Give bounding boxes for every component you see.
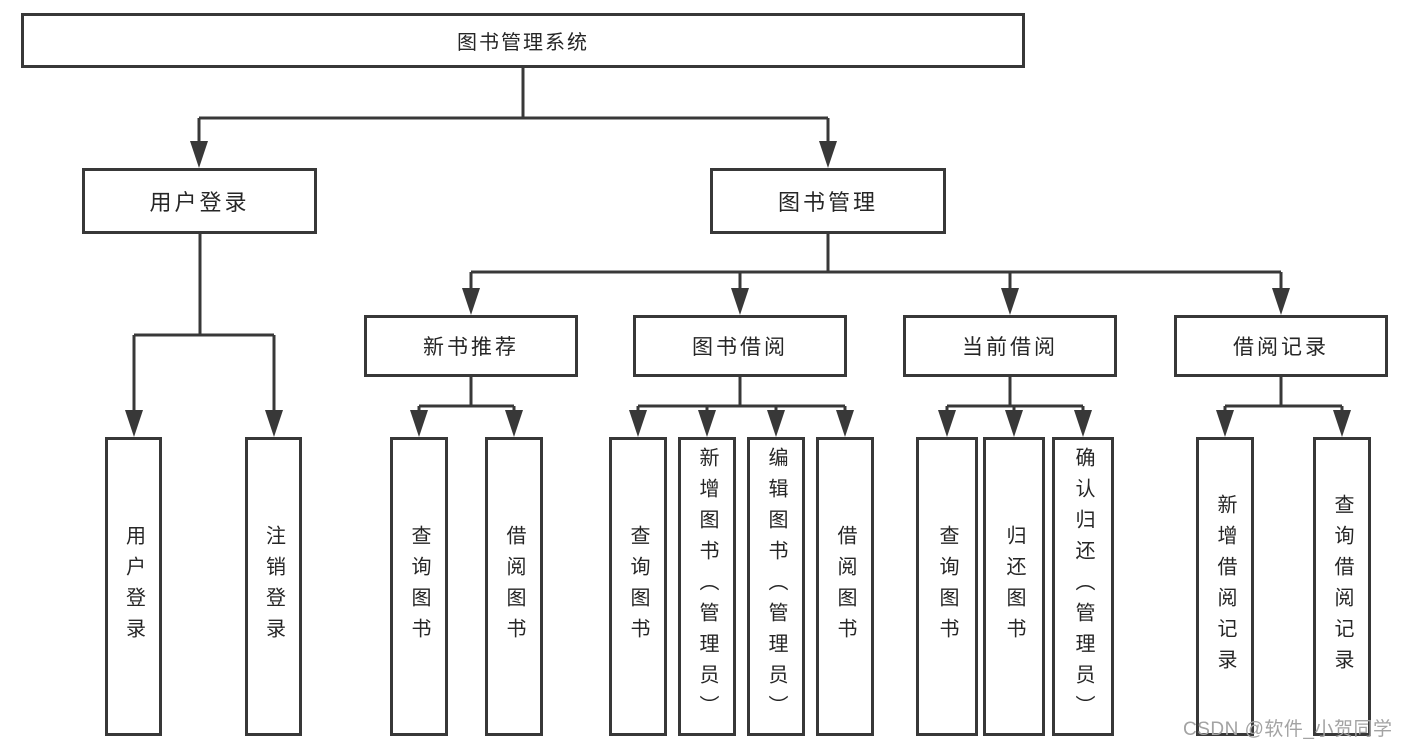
node-book-management-label: 图书管理 xyxy=(777,190,878,215)
leaf-confirm-return-admin-label: 确认归还（管理员） xyxy=(1072,447,1094,726)
leaf-add-book-admin-label: 新增图书（管理员） xyxy=(696,447,718,726)
node-book-management: 图书管理 xyxy=(710,168,946,234)
leaf-recommend-query-book-label: 查询图书 xyxy=(408,524,430,649)
leaf-add-book-admin: 新增图书（管理员） xyxy=(678,437,736,736)
arrowhead xyxy=(462,288,480,315)
leaf-user-login-label: 用户登录 xyxy=(122,524,145,649)
arrowhead xyxy=(1216,410,1234,437)
leaf-edit-book-admin-label: 编辑图书（管理员） xyxy=(765,447,787,726)
node-book-borrow-label: 图书借阅 xyxy=(692,336,788,359)
leaf-query-borrow-record-label: 查询借阅记录 xyxy=(1331,493,1353,680)
arrowhead xyxy=(505,410,523,437)
node-new-book-recommend: 新书推荐 xyxy=(364,315,578,377)
arrowhead xyxy=(938,410,956,437)
csdn-watermark: CSDN @软件_小贺同学 xyxy=(1183,719,1393,740)
arrowhead xyxy=(1005,410,1023,437)
node-current-borrow: 当前借阅 xyxy=(903,315,1117,377)
arrowhead xyxy=(125,410,143,437)
leaf-add-borrow-record-label: 新增借阅记录 xyxy=(1214,493,1236,680)
leaf-recommend-borrow-book: 借阅图书 xyxy=(485,437,543,736)
node-book-borrow: 图书借阅 xyxy=(633,315,847,377)
arrowhead xyxy=(1074,410,1092,437)
arrowhead xyxy=(1333,410,1351,437)
leaf-query-borrow-record: 查询借阅记录 xyxy=(1313,437,1371,736)
arrowheads xyxy=(125,141,1351,437)
leaf-recommend-borrow-book-label: 借阅图书 xyxy=(503,524,525,649)
arrowhead xyxy=(731,288,749,315)
leaf-borrow-book: 借阅图书 xyxy=(816,437,874,736)
arrowhead xyxy=(410,410,428,437)
arrowhead xyxy=(1272,288,1290,315)
arrowhead xyxy=(819,141,837,168)
arrowhead xyxy=(836,410,854,437)
arrowhead xyxy=(1001,288,1019,315)
arrowhead xyxy=(698,410,716,437)
arrowhead xyxy=(767,410,785,437)
arrowhead xyxy=(629,410,647,437)
leaf-user-login: 用户登录 xyxy=(105,437,162,736)
leaf-logout: 注销登录 xyxy=(245,437,302,736)
leaf-add-borrow-record: 新增借阅记录 xyxy=(1196,437,1254,736)
node-current-borrow-label: 当前借阅 xyxy=(962,336,1058,359)
leaf-borrow-query-book: 查询图书 xyxy=(609,437,667,736)
node-root: 图书管理系统 xyxy=(21,13,1025,68)
leaf-borrow-query-book-label: 查询图书 xyxy=(627,524,649,649)
leaf-recommend-query-book: 查询图书 xyxy=(390,437,448,736)
node-borrow-record: 借阅记录 xyxy=(1174,315,1388,377)
node-root-label: 图书管理系统 xyxy=(457,32,589,54)
leaf-borrow-book-label: 借阅图书 xyxy=(834,524,856,649)
leaf-current-query-book: 查询图书 xyxy=(916,437,978,736)
leaf-confirm-return-admin: 确认归还（管理员） xyxy=(1052,437,1114,736)
node-user-login: 用户登录 xyxy=(82,168,317,234)
node-borrow-record-label: 借阅记录 xyxy=(1233,336,1329,359)
leaf-current-query-book-label: 查询图书 xyxy=(936,524,958,649)
node-new-book-recommend-label: 新书推荐 xyxy=(423,336,519,359)
leaf-logout-label: 注销登录 xyxy=(262,524,285,649)
node-user-login-label: 用户登录 xyxy=(149,190,250,215)
arrowhead xyxy=(190,141,208,168)
leaf-edit-book-admin: 编辑图书（管理员） xyxy=(747,437,805,736)
leaf-return-book: 归还图书 xyxy=(983,437,1045,736)
leaf-return-book-label: 归还图书 xyxy=(1003,524,1025,649)
arrowhead xyxy=(265,410,283,437)
